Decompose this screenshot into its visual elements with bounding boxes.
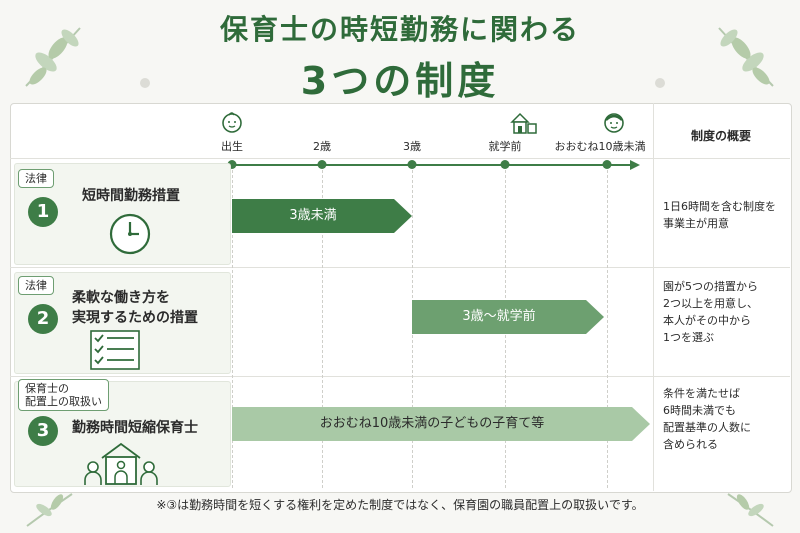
summary-line: 園が5つの措置から bbox=[663, 280, 758, 293]
row-divider bbox=[10, 158, 790, 159]
timeline-arrowhead bbox=[630, 160, 640, 170]
badge-line: 配置上の取扱い bbox=[25, 395, 102, 408]
baby-icon bbox=[222, 112, 242, 133]
row-2-number: 2 bbox=[28, 304, 58, 334]
row-3-summary: 条件を満たせば 6時間未満でも 配置基準の人数に 含められる bbox=[663, 385, 751, 453]
leaf-branch-icon bbox=[718, 27, 774, 87]
axis-label-age10: おおむね10歳未満 bbox=[554, 140, 646, 153]
row-1-bar: 3歳未満 bbox=[232, 199, 412, 233]
school-icon bbox=[510, 112, 537, 134]
timeline-axis bbox=[232, 164, 632, 166]
row-3-title: 勤務時間短縮保育士 bbox=[72, 420, 198, 436]
leaf-branch-icon bbox=[26, 493, 73, 527]
child-icon bbox=[604, 113, 624, 133]
axis-label-age2: 2歳 bbox=[313, 140, 331, 153]
row-divider bbox=[10, 267, 790, 268]
summary-header: 制度の概要 bbox=[690, 129, 751, 143]
axis-gridline bbox=[322, 170, 323, 488]
axis-label-preschool: 就学前 bbox=[488, 140, 522, 153]
row-2-badge: 法律 bbox=[18, 276, 54, 295]
axis-gridline bbox=[232, 170, 233, 488]
row-2-bar: 3歳～就学前 bbox=[412, 300, 604, 334]
axis-label-birth: 出生 bbox=[221, 140, 243, 153]
row-3-number: 3 bbox=[28, 416, 58, 446]
axis-gridline bbox=[607, 170, 608, 488]
page-subtitle: 3つの制度 bbox=[300, 59, 500, 103]
summary-line: 本人がその中から bbox=[663, 314, 751, 327]
summary-line: 2つ以上を用意し、 bbox=[663, 297, 758, 310]
row-3-bar: おおむね10歳未満の子どもの子育て等 bbox=[232, 407, 650, 441]
decor-dot bbox=[140, 78, 150, 88]
clock-icon bbox=[109, 213, 151, 255]
leaf-branch-icon bbox=[25, 27, 81, 87]
row-1-number: 1 bbox=[28, 197, 58, 227]
row-2-title-line-1: 柔軟な働き方を bbox=[72, 290, 170, 306]
timeline-marker bbox=[317, 160, 327, 169]
row-divider bbox=[10, 376, 790, 377]
checklist-icon bbox=[90, 330, 140, 370]
summary-line: 1日6時間を含む制度を bbox=[663, 200, 776, 213]
row-2-summary: 園が5つの措置から 2つ以上を用意し、 本人がその中から 1つを選ぶ bbox=[663, 278, 758, 346]
timeline-marker bbox=[227, 160, 237, 169]
decor-dot bbox=[655, 78, 665, 88]
axis-label-age3: 3歳 bbox=[403, 140, 421, 153]
summary-line: 含められる bbox=[663, 438, 718, 451]
row-3-badge: 保育士の 配置上の取扱い bbox=[18, 379, 109, 411]
row-1-badge: 法律 bbox=[18, 169, 54, 188]
row-1-summary: 1日6時間を含む制度を 事業主が用意 bbox=[663, 198, 776, 232]
summary-line: 1つを選ぶ bbox=[663, 331, 714, 344]
timeline-marker bbox=[407, 160, 417, 169]
summary-line: 6時間未満でも bbox=[663, 404, 736, 417]
timeline-marker bbox=[602, 160, 612, 169]
timeline-marker bbox=[500, 160, 510, 169]
leaf-branch-icon bbox=[727, 493, 774, 527]
summary-line: 配置基準の人数に bbox=[663, 421, 751, 434]
footnote: ※③は勤務時間を短くする権利を定めた制度ではなく、保育園の職員配置上の取扱いです… bbox=[156, 498, 644, 512]
badge-line: 保育士の bbox=[25, 382, 69, 395]
summary-divider bbox=[653, 103, 654, 491]
summary-line: 条件を満たせば bbox=[663, 387, 740, 400]
page-title: 保育士の時短勤務に関わる bbox=[219, 13, 580, 46]
summary-line: 事業主が用意 bbox=[663, 217, 729, 230]
row-2-title-line-2: 実現するための措置 bbox=[72, 310, 198, 326]
row-1-title: 短時間勤務措置 bbox=[82, 188, 180, 204]
nursery-icon bbox=[84, 442, 158, 485]
